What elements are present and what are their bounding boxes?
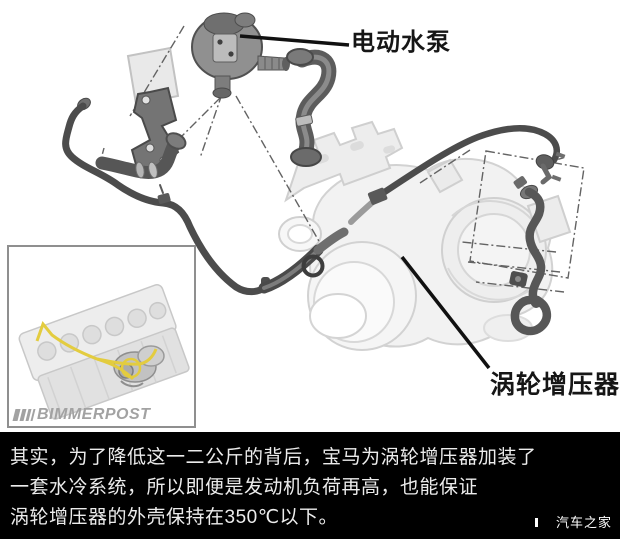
wavy-hose-illustration <box>509 176 552 336</box>
barcode-icon <box>12 409 36 421</box>
electric-water-pump-label: 电动水泵 <box>351 29 451 56</box>
caption-band: 其实，为了降低这一二公斤的背后，宝马为涡轮增压器加装了 一套水冷系统，所以即便是… <box>0 432 620 539</box>
pump-leader-line <box>239 34 350 47</box>
inset-engine-illustration <box>18 284 190 420</box>
main-diagram <box>62 12 585 370</box>
caption-line-3: 涡轮增压器的外壳保持在350℃以下。 <box>10 507 339 528</box>
bimmerpost-text: BIMMERPOST <box>37 406 151 423</box>
caption-line-1: 其实，为了降低这一二公斤的背后，宝马为涡轮增压器加装了 <box>10 447 537 468</box>
inset-thumbnail: BIMMERPOST <box>7 245 196 428</box>
top-return-pipe-illustration <box>348 125 566 225</box>
autohome-text: 汽车之家 <box>555 515 612 530</box>
pump-outlet-hose-illustration <box>286 48 337 167</box>
water-pump-illustration <box>191 12 290 99</box>
turbo-inlet-hose-illustration <box>258 227 349 294</box>
bimmerpost-watermark: BIMMERPOST <box>12 406 151 423</box>
turbo-leader-line <box>400 255 491 370</box>
turbocharger-label: 涡轮增压器 <box>490 371 620 399</box>
inset-coolant-line-highlight <box>35 320 158 381</box>
elbow-hose-illustration <box>95 132 187 179</box>
autohome-logo-mark <box>534 518 538 527</box>
caption-line-2: 一套水冷系统，所以即便是发动机负荷再高，也能保证 <box>10 477 479 498</box>
autohome-watermark: 汽车之家 <box>534 515 612 530</box>
turbocharger-ghost-illustration <box>278 120 572 351</box>
